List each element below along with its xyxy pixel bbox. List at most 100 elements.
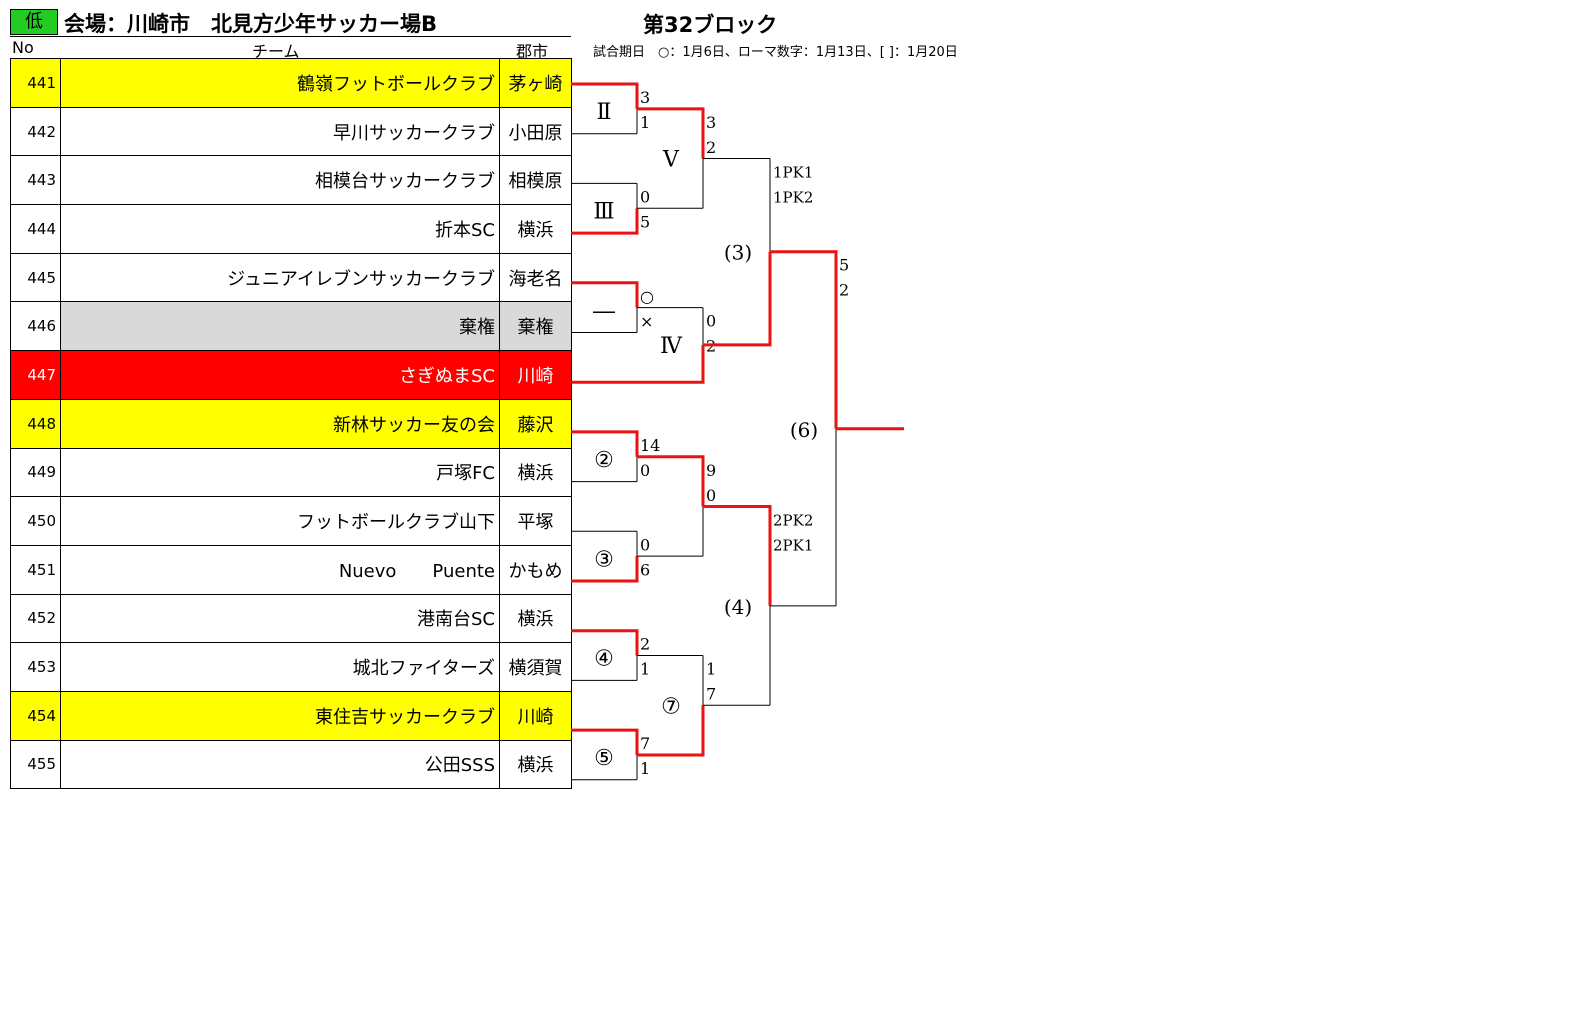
score-top: 5 bbox=[839, 256, 849, 275]
team-name: 港南台SC bbox=[60, 593, 500, 644]
score-bottom: 1 bbox=[640, 759, 650, 778]
bracket-line-top bbox=[571, 728, 639, 755]
team-name: 鶴嶺フットボールクラブ bbox=[60, 58, 500, 108]
match-label: (6) bbox=[790, 418, 818, 442]
bracket-line-bottom bbox=[637, 344, 705, 384]
bracket-line-top bbox=[571, 281, 639, 308]
score-top: 2 bbox=[640, 635, 650, 654]
team-city: 横須賀 bbox=[499, 642, 572, 692]
score-top: 9 bbox=[706, 461, 716, 480]
team-city: かもめ bbox=[499, 544, 572, 595]
match-label: Ⅲ bbox=[593, 199, 614, 224]
bracket-line-bottom bbox=[703, 251, 772, 347]
bracket-line-top bbox=[703, 504, 772, 606]
team-name: 戸塚FC bbox=[60, 447, 500, 498]
score-top: ○ bbox=[640, 287, 654, 306]
team-name: 新林サッカー友の会 bbox=[60, 398, 500, 449]
team-city: 小田原 bbox=[499, 106, 572, 157]
level-badge: 低 bbox=[10, 9, 58, 35]
team-name: さぎぬまSC bbox=[60, 350, 500, 400]
bracket-line-top bbox=[571, 82, 639, 109]
team-name: 公田SSS bbox=[60, 739, 500, 790]
team-city: 横浜 bbox=[499, 593, 572, 644]
team-name: 東住吉サッカークラブ bbox=[60, 690, 500, 741]
bracket-line-top bbox=[770, 250, 838, 429]
team-city: 川崎 bbox=[499, 690, 572, 741]
team-city: 横浜 bbox=[499, 447, 572, 498]
bracket-line-top bbox=[637, 107, 705, 159]
venue-title: 会場：川崎市 北見方少年サッカー場B bbox=[64, 12, 438, 36]
match-label: ② bbox=[594, 448, 614, 473]
match-label: Ⅴ bbox=[662, 148, 680, 173]
match-label: Ⅱ bbox=[597, 100, 612, 125]
match-label: ― bbox=[593, 299, 615, 324]
team-city: 藤沢 bbox=[499, 398, 572, 449]
match-label: ③ bbox=[594, 547, 614, 572]
team-name: 城北ファイターズ bbox=[60, 642, 500, 692]
bracket-line-bottom bbox=[571, 208, 639, 235]
title-divider bbox=[10, 36, 571, 37]
column-header-team: チーム bbox=[252, 42, 300, 61]
column-header-city: 郡市 bbox=[516, 42, 549, 61]
score-bottom: 1 bbox=[640, 660, 650, 679]
score-bottom: 2PK1 bbox=[773, 536, 813, 554]
match-label: (3) bbox=[724, 241, 752, 265]
score-bottom: 1 bbox=[640, 113, 650, 132]
score-bottom: 0 bbox=[706, 486, 716, 505]
match-label: ④ bbox=[594, 647, 614, 672]
score-top: 1PK1 bbox=[773, 164, 813, 182]
block-title: 第32ブロック bbox=[643, 13, 778, 37]
team-name: 棄権 bbox=[60, 301, 500, 352]
score-bottom: 7 bbox=[706, 685, 716, 704]
score-top: 3 bbox=[706, 113, 716, 132]
score-bottom: 2 bbox=[706, 138, 716, 157]
bracket-line-bottom bbox=[571, 556, 639, 583]
team-city: 海老名 bbox=[499, 252, 572, 303]
match-label: ⑤ bbox=[594, 746, 614, 771]
team-number: 447 bbox=[10, 350, 61, 400]
score-bottom: 0 bbox=[640, 461, 650, 480]
team-number: 450 bbox=[10, 496, 61, 546]
score-bottom: 5 bbox=[640, 212, 650, 231]
score-top: 3 bbox=[640, 88, 650, 107]
match-label: Ⅳ bbox=[660, 334, 683, 359]
team-name: Nuevo Puente bbox=[60, 544, 500, 595]
score-bottom: 2 bbox=[839, 281, 849, 300]
match-label: (4) bbox=[724, 595, 752, 619]
team-number: 448 bbox=[10, 398, 61, 449]
score-bottom: 1PK2 bbox=[773, 189, 813, 207]
column-header-no: No bbox=[12, 38, 34, 57]
team-city: 平塚 bbox=[499, 496, 572, 546]
bracket-line-top bbox=[571, 430, 639, 457]
date-legend: 試合期日 ○：1月6日、ローマ数字：1月13日、[ ]：1月20日 bbox=[593, 45, 958, 60]
score-bottom: × bbox=[640, 312, 653, 331]
team-number: 444 bbox=[10, 204, 61, 254]
score-top: 0 bbox=[640, 187, 650, 206]
score-top: 1 bbox=[706, 660, 716, 679]
bracket-line-top bbox=[571, 629, 639, 656]
team-name: 早川サッカークラブ bbox=[60, 106, 500, 157]
team-city: 横浜 bbox=[499, 739, 572, 790]
team-city: 棄権 bbox=[499, 301, 572, 352]
bracket-line-bottom bbox=[637, 705, 705, 757]
score-top: 2PK2 bbox=[773, 511, 813, 529]
match-label: ⑦ bbox=[661, 694, 681, 719]
team-number: 454 bbox=[10, 690, 61, 741]
team-name: 相模台サッカークラブ bbox=[60, 155, 500, 206]
bracket-line-top bbox=[637, 455, 705, 507]
